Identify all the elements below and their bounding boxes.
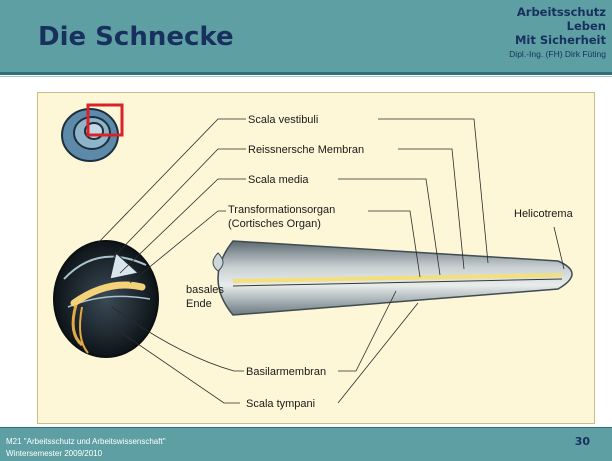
cochlea-figure: Scala vestibuli Reissnersche Membran Sca… bbox=[37, 92, 595, 424]
slide-header: Die Schnecke Arbeitsschutz Leben Mit Sic… bbox=[0, 0, 612, 72]
header-divider-light bbox=[0, 76, 612, 77]
label-scala-vestibuli: Scala vestibuli bbox=[248, 114, 318, 126]
brand-line-1: Arbeitsschutz bbox=[515, 5, 606, 19]
author-name: Dipl.-Ing. (FH) Dirk Füting bbox=[509, 49, 606, 59]
label-scala-media: Scala media bbox=[248, 174, 309, 186]
cochlea-cross-section bbox=[54, 241, 158, 357]
cochlea-snail-icon bbox=[62, 105, 122, 161]
label-cortisches-organ: (Cortisches Organ) bbox=[228, 218, 321, 230]
label-basales: basales bbox=[186, 284, 224, 296]
brand-line-3: Mit Sicherheit bbox=[515, 33, 606, 47]
label-ende: Ende bbox=[186, 298, 212, 310]
cochlea-tube bbox=[213, 241, 572, 315]
slide-title: Die Schnecke bbox=[38, 22, 234, 52]
brand-line-2: Leben bbox=[515, 19, 606, 33]
label-basilarmembran: Basilarmembran bbox=[246, 366, 326, 378]
label-helicotrema: Helicotrema bbox=[514, 208, 574, 220]
footer-semester: Wintersemester 2009/2010 bbox=[6, 448, 166, 460]
cochlea-illustration: Scala vestibuli Reissnersche Membran Sca… bbox=[38, 93, 594, 423]
brand-block: Arbeitsschutz Leben Mit Sicherheit bbox=[515, 5, 606, 47]
page-number: 30 bbox=[575, 435, 590, 448]
label-reissnersche-membran: Reissnersche Membran bbox=[248, 144, 364, 156]
footer-course: M21 "Arbeitsschutz und Arbeitswissenscha… bbox=[6, 436, 166, 448]
footer-course-info: M21 "Arbeitsschutz und Arbeitswissenscha… bbox=[6, 436, 166, 460]
label-scala-tympani: Scala tympani bbox=[246, 398, 315, 410]
slide-footer: M21 "Arbeitsschutz und Arbeitswissenscha… bbox=[0, 428, 612, 461]
label-transformationsorgan: Transformationsorgan bbox=[228, 204, 335, 216]
header-divider bbox=[0, 72, 612, 75]
